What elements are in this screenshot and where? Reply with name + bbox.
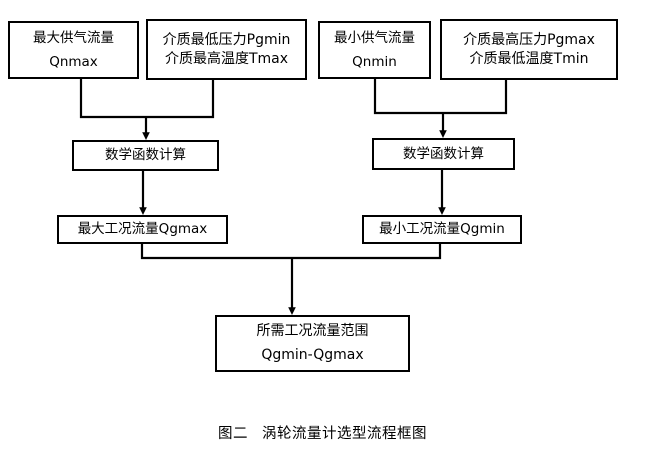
- node-required-flow-range-line1: 所需工况流量范围: [256, 323, 369, 340]
- connector-right-merge: [373, 79, 508, 115]
- node-max-supply-flow[interactable]: 最大供气流量 Qnmax: [8, 21, 139, 79]
- node-min-working-flow[interactable]: 最小工况流量Qgmin: [362, 215, 522, 244]
- figure-caption-label: 图二: [218, 426, 248, 442]
- figure-caption-text: 涡轮流量计选型流程框图: [262, 426, 427, 442]
- node-required-flow-range[interactable]: 所需工况流量范围 Qgmin-Qgmax: [215, 315, 410, 372]
- node-required-flow-range-line2: Qgmin-Qgmax: [261, 347, 364, 363]
- node-max-pressure-min-temp[interactable]: 介质最高压力Pgmax 介质最低温度Tmin: [440, 19, 618, 80]
- node-min-pressure-line: 介质最低压力Pgmin: [162, 31, 291, 48]
- figure-caption: 图二涡轮流量计选型流程框图: [0, 422, 645, 443]
- node-min-supply-flow-line1: 最小供气流量: [334, 29, 415, 46]
- node-math-calculation-right-label: 数学函数计算: [403, 145, 484, 162]
- node-min-supply-flow-line2: Qnmin: [352, 54, 397, 70]
- node-max-supply-flow-line1: 最大供气流量: [33, 29, 114, 46]
- node-math-calculation-left-label: 数学函数计算: [105, 147, 186, 164]
- node-min-temp-line: 介质最低温度Tmin: [469, 50, 589, 67]
- node-math-calculation-right[interactable]: 数学函数计算: [372, 138, 515, 170]
- node-max-temp-line: 介质最高温度Tmax: [164, 50, 289, 67]
- connector-bottom-merge: [140, 244, 442, 260]
- node-min-working-flow-label: 最小工况流量Qgmin: [379, 221, 505, 238]
- node-max-supply-flow-line2: Qnmax: [49, 54, 98, 70]
- node-max-working-flow[interactable]: 最大工况流量Qgmax: [57, 215, 228, 244]
- node-min-supply-flow[interactable]: 最小供气流量 Qnmin: [318, 21, 431, 79]
- node-min-pressure-max-temp[interactable]: 介质最低压力Pgmin 介质最高温度Tmax: [146, 19, 307, 80]
- node-max-working-flow-label: 最大工况流量Qgmax: [77, 221, 208, 238]
- connector-left-merge: [79, 79, 215, 119]
- node-max-pressure-line: 介质最高压力Pgmax: [463, 31, 595, 48]
- node-math-calculation-left[interactable]: 数学函数计算: [72, 140, 219, 171]
